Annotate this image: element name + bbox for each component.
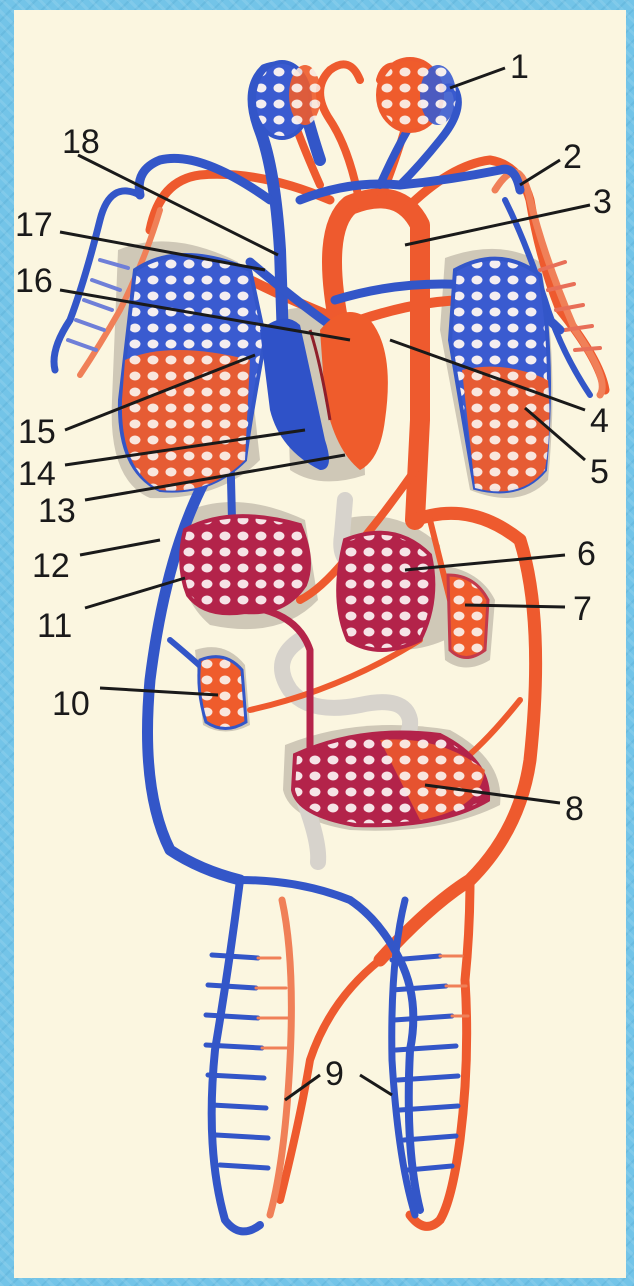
label-6: 6 [577,535,596,573]
label-14: 14 [18,455,56,493]
label-9: 9 [325,1055,344,1093]
label-2: 2 [563,138,582,176]
label-3: 3 [593,183,612,221]
kidney [199,657,246,729]
label-5: 5 [590,453,609,491]
label-17: 17 [15,206,53,244]
label-11: 11 [37,607,72,645]
label-15: 15 [18,413,56,451]
label-1: 1 [510,48,529,86]
label-18: 18 [62,123,100,161]
label-7: 7 [573,590,592,628]
label-10: 10 [52,685,90,723]
liver [181,516,309,613]
label-13: 13 [38,492,76,530]
label-12: 12 [32,547,70,585]
label-16: 16 [15,262,53,300]
label-4: 4 [590,402,609,440]
label-8: 8 [565,790,584,828]
stomach [338,533,433,650]
